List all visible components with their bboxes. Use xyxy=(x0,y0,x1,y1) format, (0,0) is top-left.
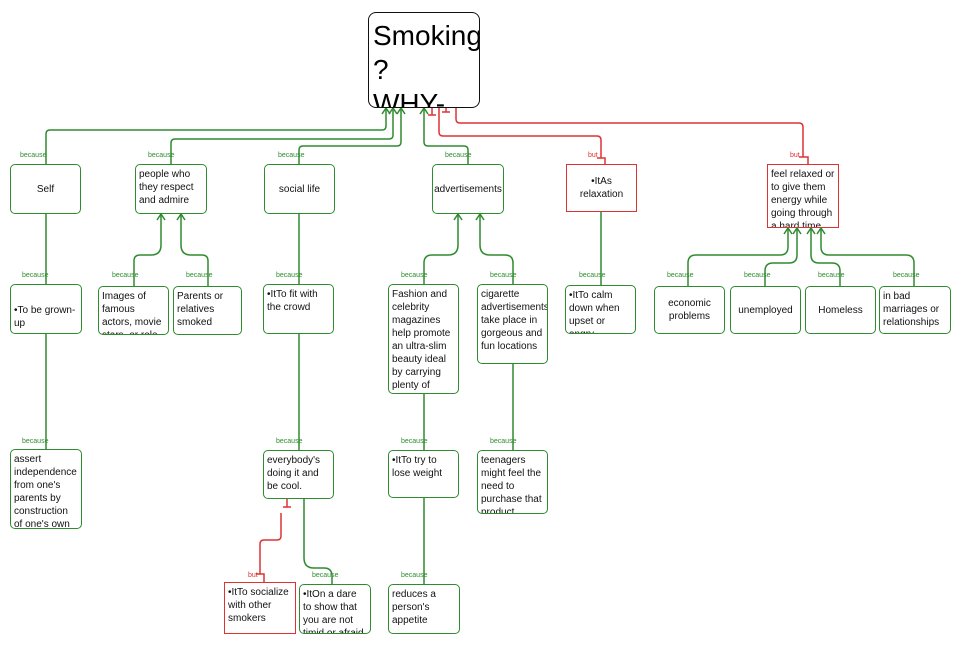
connector-people-images xyxy=(133,214,162,286)
connector-people-parents xyxy=(180,214,209,286)
connector-feel-unemp xyxy=(764,228,798,286)
node-on-a-dare: •ItOn a dare to show that you are not ti… xyxy=(299,584,371,634)
node-bad-marriages: in bad marriages or relationships xyxy=(879,286,951,334)
node-relaxation: •ItAs relaxation xyxy=(566,164,637,212)
node-cigarette-ads: cigarette advertisements take place in g… xyxy=(477,284,548,364)
node-feel-relaxed: feel relaxed or to give them energy whil… xyxy=(767,164,839,228)
link-label-because: because xyxy=(276,272,303,279)
link-label-because: because xyxy=(579,272,606,279)
connector-root-self xyxy=(45,108,387,164)
root-subtitle: WHY-Y? xyxy=(373,88,446,108)
link-label-because: because xyxy=(22,272,49,279)
connector-root-social xyxy=(298,108,402,164)
link-label-because: because xyxy=(401,572,428,579)
link-label-because: because xyxy=(312,572,339,579)
node-socialize-smokers: •ItTo socialize with other smokers xyxy=(224,582,296,634)
connector-root-relax xyxy=(428,108,606,164)
node-lose-weight: •ItTo try to lose weight xyxy=(388,450,459,498)
connector-everybody-socialize xyxy=(256,499,291,582)
node-assert-independence: assert independence from one's parents b… xyxy=(10,449,82,529)
connector-root-feel xyxy=(442,108,809,164)
connector-feel-marriage xyxy=(820,228,915,286)
node-social-life: social life xyxy=(264,164,335,214)
link-label-but: but xyxy=(790,152,800,159)
link-label-because: because xyxy=(20,152,47,159)
root-node: Smoking ? WHY-Y? xyxy=(368,12,480,108)
node-economic-problems: economic problems xyxy=(654,286,725,334)
node-homeless: Homeless xyxy=(805,286,876,334)
node-reduces-appetite: reduces a person's appetite xyxy=(388,584,460,634)
connector-ads-cigads xyxy=(479,214,514,284)
node-calm-down: •ItTo calm down when upset or angry xyxy=(565,285,636,334)
link-label-because: because xyxy=(893,272,920,279)
link-label-because: because xyxy=(401,438,428,445)
connector-ads-fashion xyxy=(423,214,459,284)
connector-root-ads xyxy=(423,108,469,164)
link-label-because: because xyxy=(276,438,303,445)
connector-root-people xyxy=(170,108,394,164)
link-label-but: but xyxy=(248,572,258,579)
link-label-because: because xyxy=(112,272,139,279)
connector-feel-homeless xyxy=(810,228,841,286)
link-label-because: because xyxy=(445,152,472,159)
node-teenagers-purchase: teenagers might feel the need to purchas… xyxy=(477,450,548,514)
link-label-because: because xyxy=(22,438,49,445)
link-label-because: because xyxy=(490,438,517,445)
connector-everybody-dare xyxy=(303,499,333,584)
node-images-famous: Images of famous actors, movie stars. or… xyxy=(98,286,169,335)
connector-feel-econ xyxy=(687,228,789,286)
root-title: Smoking ? xyxy=(373,20,480,85)
node-people: people who they respect and admire xyxy=(135,164,207,214)
link-label-because: because xyxy=(744,272,771,279)
link-label-because: because xyxy=(278,152,305,159)
node-everybody-doing-it: everybody's doing it and be cool. xyxy=(263,450,334,499)
node-unemployed: unemployed xyxy=(730,286,801,334)
link-label-because: because xyxy=(667,272,694,279)
link-label-because: because xyxy=(818,272,845,279)
link-label-because: because xyxy=(148,152,175,159)
link-label-because: because xyxy=(401,272,428,279)
link-label-because: because xyxy=(490,272,517,279)
node-self: Self xyxy=(10,164,81,214)
node-advertisements: advertisements xyxy=(432,164,504,214)
node-grown-up: •To be grown-up xyxy=(10,284,82,334)
node-fashion-magazines: Fashion and celebrity magazines help pro… xyxy=(388,284,459,394)
node-fit-crowd: •ItTo fit with the crowd xyxy=(263,284,334,334)
link-label-but: but xyxy=(588,152,598,159)
link-label-because: because xyxy=(186,272,213,279)
node-parents-relatives: Parents or relatives smoked xyxy=(173,286,242,335)
